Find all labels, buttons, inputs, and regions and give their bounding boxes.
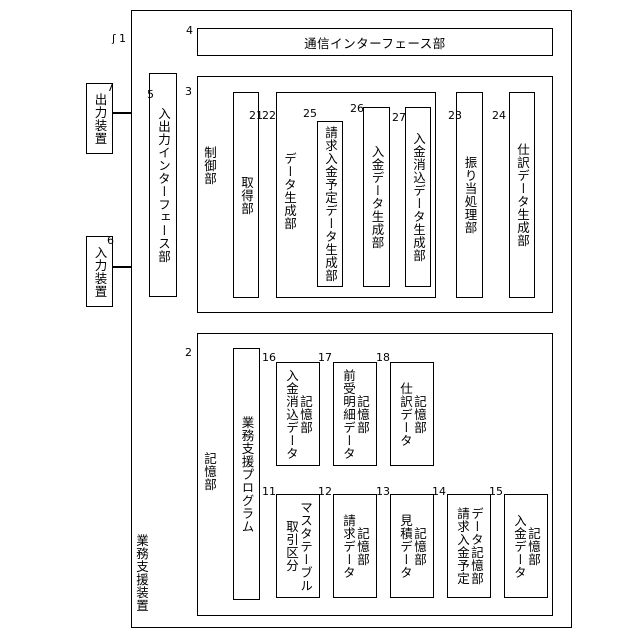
journal-gen-box: 仕訳データ生成部 [509, 92, 535, 298]
billing-schedule-store-line1: 請求入金予定 [455, 507, 469, 585]
allocation-ref: 23 [448, 110, 462, 122]
billing-store-line1: 請求データ [341, 514, 355, 579]
io-interface-box: 入出力インターフェース部 [149, 73, 177, 297]
payment-store-box: 入金データ 記憶部 [504, 494, 548, 598]
payment-data-gen-box: 入金データ生成部 [363, 107, 390, 287]
billing-schedule-store-ref: 14 [432, 486, 446, 498]
program-label: 業務支援プログラム [240, 416, 254, 533]
journal-store-ref: 18 [376, 352, 390, 364]
journal-gen-label: 仕訳データ生成部 [515, 143, 529, 247]
reconcile-store-box: 入金消込データ 記憶部 [276, 362, 320, 466]
estimate-store-line1: 見積データ [398, 514, 412, 579]
apparatus-ref: 1 [119, 33, 126, 45]
output-device-ref: 7 [107, 82, 114, 94]
reconcile-store-line1: 入金消込データ [284, 369, 298, 460]
payment-store-line1: 入金データ [512, 514, 526, 579]
reconcile-store-line2: 記憶部 [298, 395, 312, 434]
reconcile-data-gen-label: 入金消込データ生成部 [411, 132, 425, 262]
io-interface-ref: 5 [147, 89, 154, 101]
journal-store-line1: 仕訳データ [398, 382, 412, 447]
comm-interface-box: 通信インターフェース部 [197, 28, 553, 56]
apparatus-ref-mark: ʃ [112, 33, 116, 45]
control-unit-label: 制御部 [202, 146, 216, 185]
output-device-label: 出力装置 [93, 93, 107, 145]
master-table-line2: マスタテーブル [298, 501, 312, 592]
payment-data-gen-label: 入金データ生成部 [370, 145, 384, 249]
reconcile-store-ref: 16 [262, 352, 276, 364]
payment-store-line2: 記憶部 [526, 527, 540, 566]
advance-store-box: 前受明細データ 記憶部 [333, 362, 377, 466]
input-device-ref: 6 [107, 235, 114, 247]
allocation-label: 振り当処理部 [463, 156, 477, 234]
estimate-store-line2: 記憶部 [412, 527, 426, 566]
billing-schedule-store-box: 請求入金予定 データ記憶部 [447, 494, 491, 598]
storage-unit-label: 記憶部 [202, 452, 216, 491]
journal-store-line2: 記憶部 [412, 395, 426, 434]
input-device-label: 入力装置 [93, 246, 107, 298]
billing-store-line2: 記憶部 [355, 527, 369, 566]
master-table-box: 取引区分 マスタテーブル [276, 494, 320, 598]
apparatus-label: 業務支援装置 [134, 534, 148, 612]
payment-store-ref: 15 [489, 486, 503, 498]
program-box: 業務支援プログラム [233, 348, 260, 600]
data-generation-ref: 22 [262, 110, 276, 122]
reconcile-data-gen-box: 入金消込データ生成部 [405, 107, 431, 287]
acquisition-label: 取得部 [239, 176, 253, 215]
billing-store-ref: 12 [318, 486, 332, 498]
comm-interface-ref: 4 [186, 25, 193, 37]
advance-store-line1: 前受明細データ [341, 369, 355, 460]
advance-store-line2: 記憶部 [355, 395, 369, 434]
estimate-store-ref: 13 [376, 486, 390, 498]
billing-schedule-gen-ref: 25 [303, 108, 317, 120]
comm-interface-label: 通信インターフェース部 [304, 33, 446, 52]
io-interface-label: 入出力インターフェース部 [156, 107, 170, 263]
billing-schedule-gen-label: 請求入金予定データ生成部 [323, 126, 337, 282]
master-table-ref: 11 [262, 486, 276, 498]
billing-store-box: 請求データ 記憶部 [333, 494, 377, 598]
acquisition-box: 取得部 [233, 92, 259, 298]
storage-unit-ref: 2 [185, 347, 192, 359]
data-generation-label: データ生成部 [282, 152, 296, 230]
reconcile-data-gen-ref: 27 [392, 112, 406, 124]
advance-store-ref: 17 [318, 352, 332, 364]
payment-data-gen-ref: 26 [350, 103, 364, 115]
journal-store-box: 仕訳データ 記憶部 [390, 362, 434, 466]
billing-schedule-gen-box: 請求入金予定データ生成部 [317, 121, 343, 287]
billing-schedule-store-line2: データ記憶部 [469, 507, 483, 585]
estimate-store-box: 見積データ 記憶部 [390, 494, 434, 598]
master-table-line1: 取引区分 [284, 520, 298, 572]
journal-gen-ref: 24 [492, 110, 506, 122]
allocation-box: 振り当処理部 [456, 92, 483, 298]
acquisition-ref: 21 [249, 110, 263, 122]
control-unit-ref: 3 [185, 86, 192, 98]
